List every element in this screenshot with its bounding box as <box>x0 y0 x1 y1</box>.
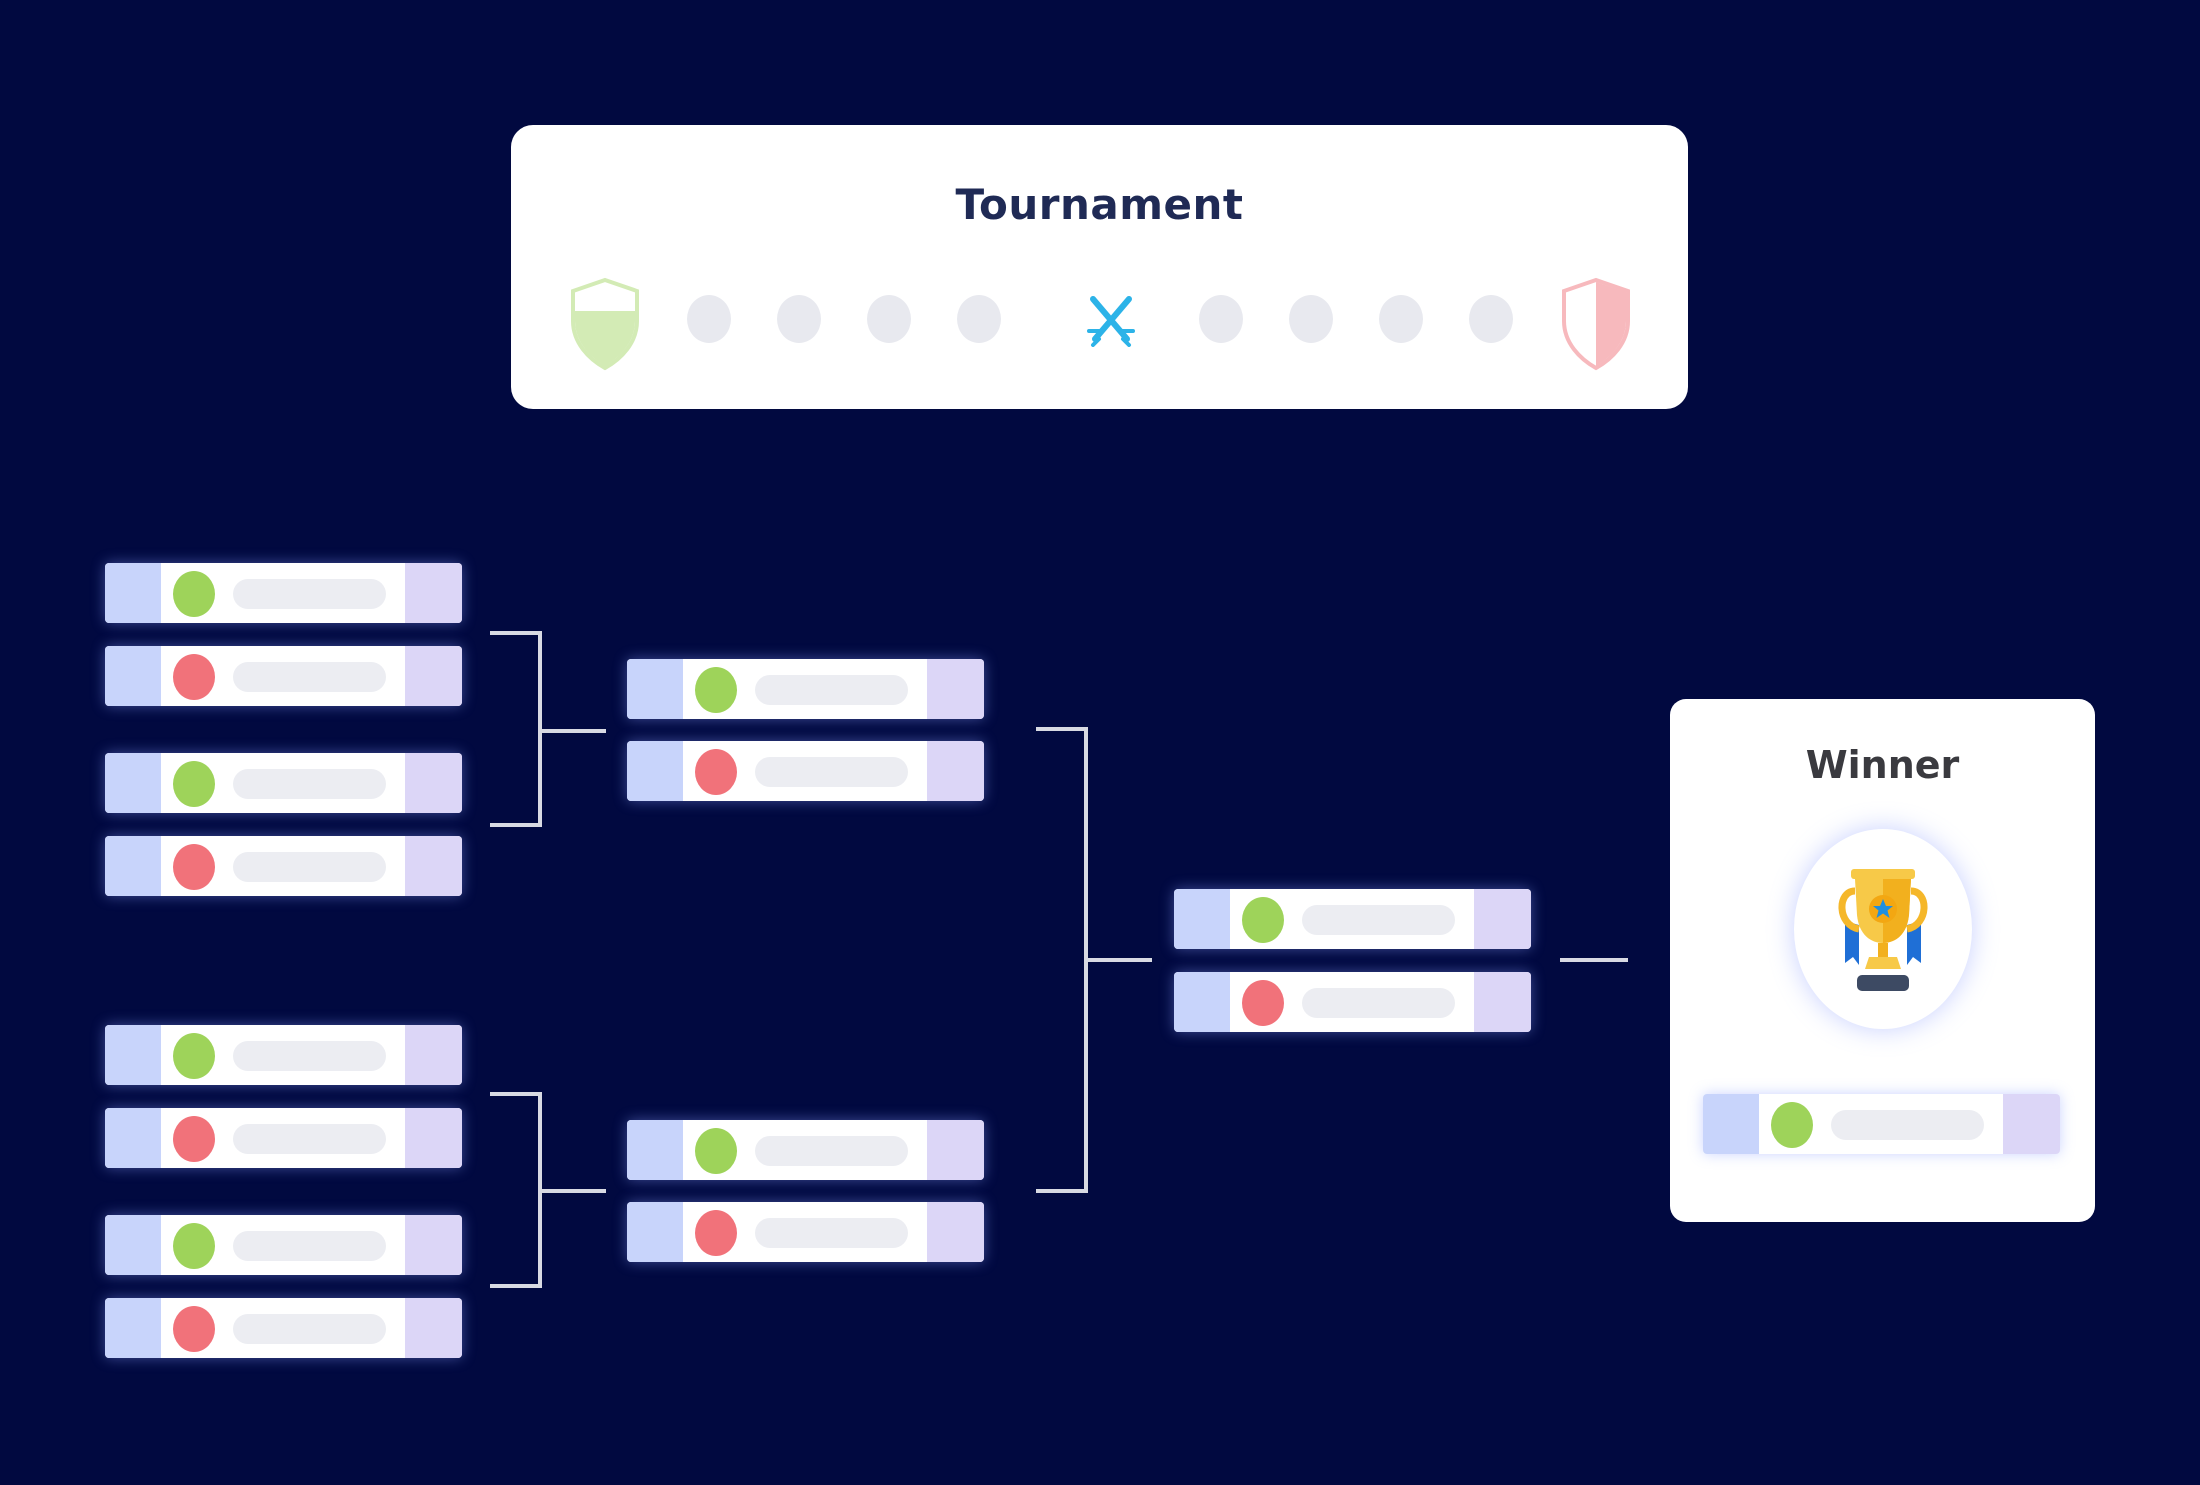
team-marker <box>173 761 215 807</box>
bracket-slot[interactable] <box>105 1025 462 1085</box>
team-name-placeholder <box>233 852 386 882</box>
team-name-placeholder <box>233 662 386 692</box>
team-marker <box>173 654 215 700</box>
team-name-placeholder <box>755 757 908 787</box>
slot-right-segment <box>405 563 462 623</box>
score-dot <box>1199 295 1243 343</box>
score-dot <box>1289 295 1333 343</box>
team-marker <box>695 1210 737 1256</box>
slot-left-segment <box>105 1025 161 1085</box>
score-dot <box>1379 295 1423 343</box>
bracket-slot[interactable] <box>627 1202 984 1262</box>
team-name-placeholder <box>1831 1110 1984 1140</box>
slot-left-segment <box>627 741 683 801</box>
slot-right-segment <box>1474 889 1531 949</box>
tournament-header-card: Tournament <box>511 125 1688 409</box>
bracket-slot[interactable] <box>105 563 462 623</box>
team-name-placeholder <box>755 1136 908 1166</box>
slot-right-segment <box>1474 972 1531 1032</box>
connector-r2 <box>1036 727 1088 1193</box>
slot-right-segment <box>405 646 462 706</box>
team-marker <box>173 844 215 890</box>
slot-right-segment <box>927 741 984 801</box>
slot-right-segment <box>405 1215 462 1275</box>
slot-right-segment <box>2003 1094 2060 1154</box>
slot-left-segment <box>105 836 161 896</box>
connector-r1-b <box>490 1092 542 1288</box>
team-marker <box>1242 980 1284 1026</box>
bracket-slot[interactable] <box>627 741 984 801</box>
team-name-placeholder <box>1302 905 1455 935</box>
slot-left-segment <box>105 1108 161 1168</box>
slot-left-segment <box>105 1298 161 1358</box>
slot-right-segment <box>405 1025 462 1085</box>
team-name-placeholder <box>233 769 386 799</box>
bracket-slot[interactable] <box>627 1120 984 1180</box>
bracket-slot[interactable] <box>1174 889 1531 949</box>
slot-left-segment <box>105 1215 161 1275</box>
slot-left-segment <box>627 659 683 719</box>
team-marker <box>695 667 737 713</box>
slot-right-segment <box>405 1108 462 1168</box>
slot-left-segment <box>105 563 161 623</box>
bracket-slot[interactable] <box>105 1108 462 1168</box>
crossed-swords-icon <box>1087 296 1135 347</box>
shield-icon <box>1562 277 1630 371</box>
team-marker <box>1242 897 1284 943</box>
bracket-slot[interactable] <box>105 753 462 813</box>
winner-slot[interactable] <box>1703 1094 2060 1154</box>
slot-right-segment <box>405 836 462 896</box>
header-title: Tournament <box>955 180 1244 229</box>
slot-right-segment <box>927 659 984 719</box>
slot-left-segment <box>105 753 161 813</box>
team-marker <box>173 1223 215 1269</box>
slot-left-segment <box>1174 972 1230 1032</box>
score-dot <box>957 295 1001 343</box>
team-marker <box>173 571 215 617</box>
slot-left-segment <box>627 1202 683 1262</box>
slot-left-segment <box>1174 889 1230 949</box>
bracket-slot[interactable] <box>105 1215 462 1275</box>
team-marker <box>173 1306 215 1352</box>
team-marker <box>1771 1102 1813 1148</box>
team-marker <box>695 1128 737 1174</box>
team-name-placeholder <box>755 675 908 705</box>
bracket-slot[interactable] <box>627 659 984 719</box>
team-marker <box>173 1033 215 1079</box>
slot-left-segment <box>105 646 161 706</box>
shield-icon <box>571 277 639 371</box>
slot-right-segment <box>927 1202 984 1262</box>
trophy-icon <box>1838 869 1928 991</box>
slot-left-segment <box>1703 1094 1759 1154</box>
bracket-slot[interactable] <box>105 836 462 896</box>
score-dot <box>1469 295 1513 343</box>
team-name-placeholder <box>755 1218 908 1248</box>
team-name-placeholder <box>233 1314 386 1344</box>
slot-left-segment <box>627 1120 683 1180</box>
connector-r1-a <box>490 631 542 827</box>
team-name-placeholder <box>233 1041 386 1071</box>
score-dot <box>867 295 911 343</box>
team-marker <box>173 1116 215 1162</box>
score-dot <box>777 295 821 343</box>
slot-right-segment <box>405 753 462 813</box>
team-name-placeholder <box>233 1124 386 1154</box>
slot-right-segment <box>927 1120 984 1180</box>
winner-title: Winner <box>1805 743 1960 787</box>
team-name-placeholder <box>233 579 386 609</box>
score-dot <box>687 295 731 343</box>
bracket-slot[interactable] <box>105 1298 462 1358</box>
bracket-slot[interactable] <box>105 646 462 706</box>
team-name-placeholder <box>233 1231 386 1261</box>
slot-right-segment <box>405 1298 462 1358</box>
trophy-badge <box>1794 829 1972 1029</box>
team-name-placeholder <box>1302 988 1455 1018</box>
team-marker <box>695 749 737 795</box>
bracket-slot[interactable] <box>1174 972 1531 1032</box>
